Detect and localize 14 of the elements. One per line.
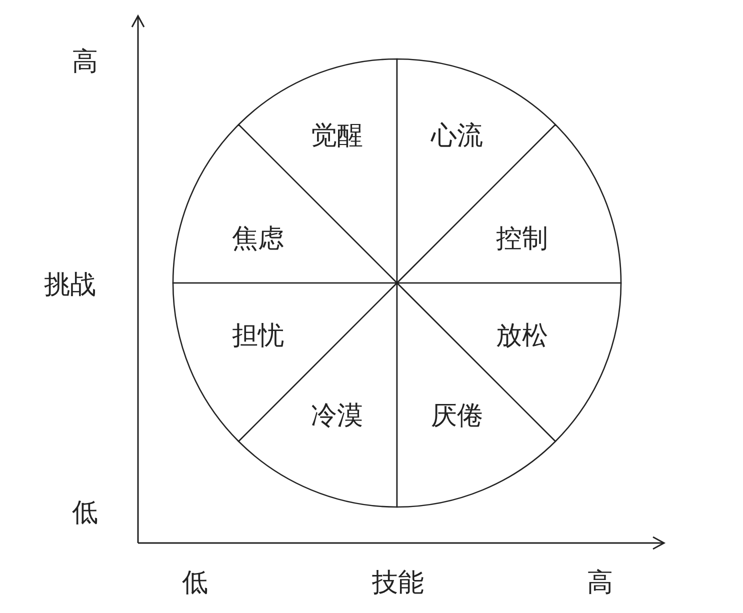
sector-label: 心流 [431, 120, 483, 152]
axis-label: 低 [72, 498, 98, 528]
sector-label: 焦虑 [232, 222, 284, 254]
axis-label: 高 [72, 47, 98, 77]
sector-label: 厌倦 [431, 400, 483, 432]
sector-label: 控制 [496, 222, 548, 254]
axis-label: 挑战 [44, 270, 96, 300]
sector-label: 觉醒 [311, 120, 363, 152]
axis-label: 高 [587, 568, 613, 598]
axis-label: 低 [182, 568, 208, 598]
sector-label: 放松 [496, 320, 548, 352]
axis-label: 技能 [372, 568, 424, 598]
sector-label: 冷漠 [311, 400, 363, 432]
sector-label: 担忧 [232, 320, 284, 352]
